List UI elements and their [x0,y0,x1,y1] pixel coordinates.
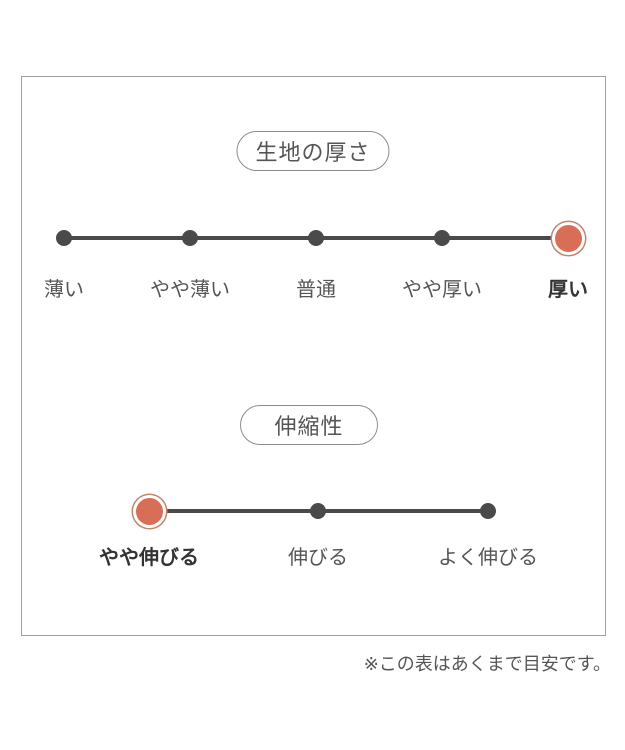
stretch-dot-somewhat-selected [135,497,163,525]
thickness-label-thin: 薄い [44,277,84,301]
thickness-label-somewhat-thick: やや厚い [402,277,482,301]
thickness-label-thick: 厚い [548,277,588,301]
thickness-label-normal: 普通 [296,277,336,301]
stretch-label-stretches: 伸びる [288,545,348,569]
stretch-dot-stretches [310,503,326,519]
thickness-dot-somewhat-thin [182,230,198,246]
section-title-fabric-thickness-label: 生地の厚さ [255,141,371,166]
spec-frame: 生地の厚さ 薄い やや薄い 普通 やや厚い 厚い 伸縮性 やや伸びる 伸びる よ… [21,76,606,636]
section-title-stretch-label: 伸縮性 [274,415,344,440]
thickness-dot-normal [308,230,324,246]
stretch-label-somewhat: やや伸びる [99,545,199,569]
stretch-label-stretches-well: よく伸びる [438,545,538,569]
thickness-dot-thin [56,230,72,246]
thickness-dot-thick-selected [554,224,582,252]
section-title-fabric-thickness: 生地の厚さ [236,131,390,171]
section-title-stretch: 伸縮性 [240,405,378,445]
disclaimer-note: ※この表はあくまで目安です。 [363,654,611,675]
stretch-dot-stretches-well [480,503,496,519]
thickness-label-somewhat-thin: やや薄い [150,277,230,301]
thickness-dot-somewhat-thick [434,230,450,246]
